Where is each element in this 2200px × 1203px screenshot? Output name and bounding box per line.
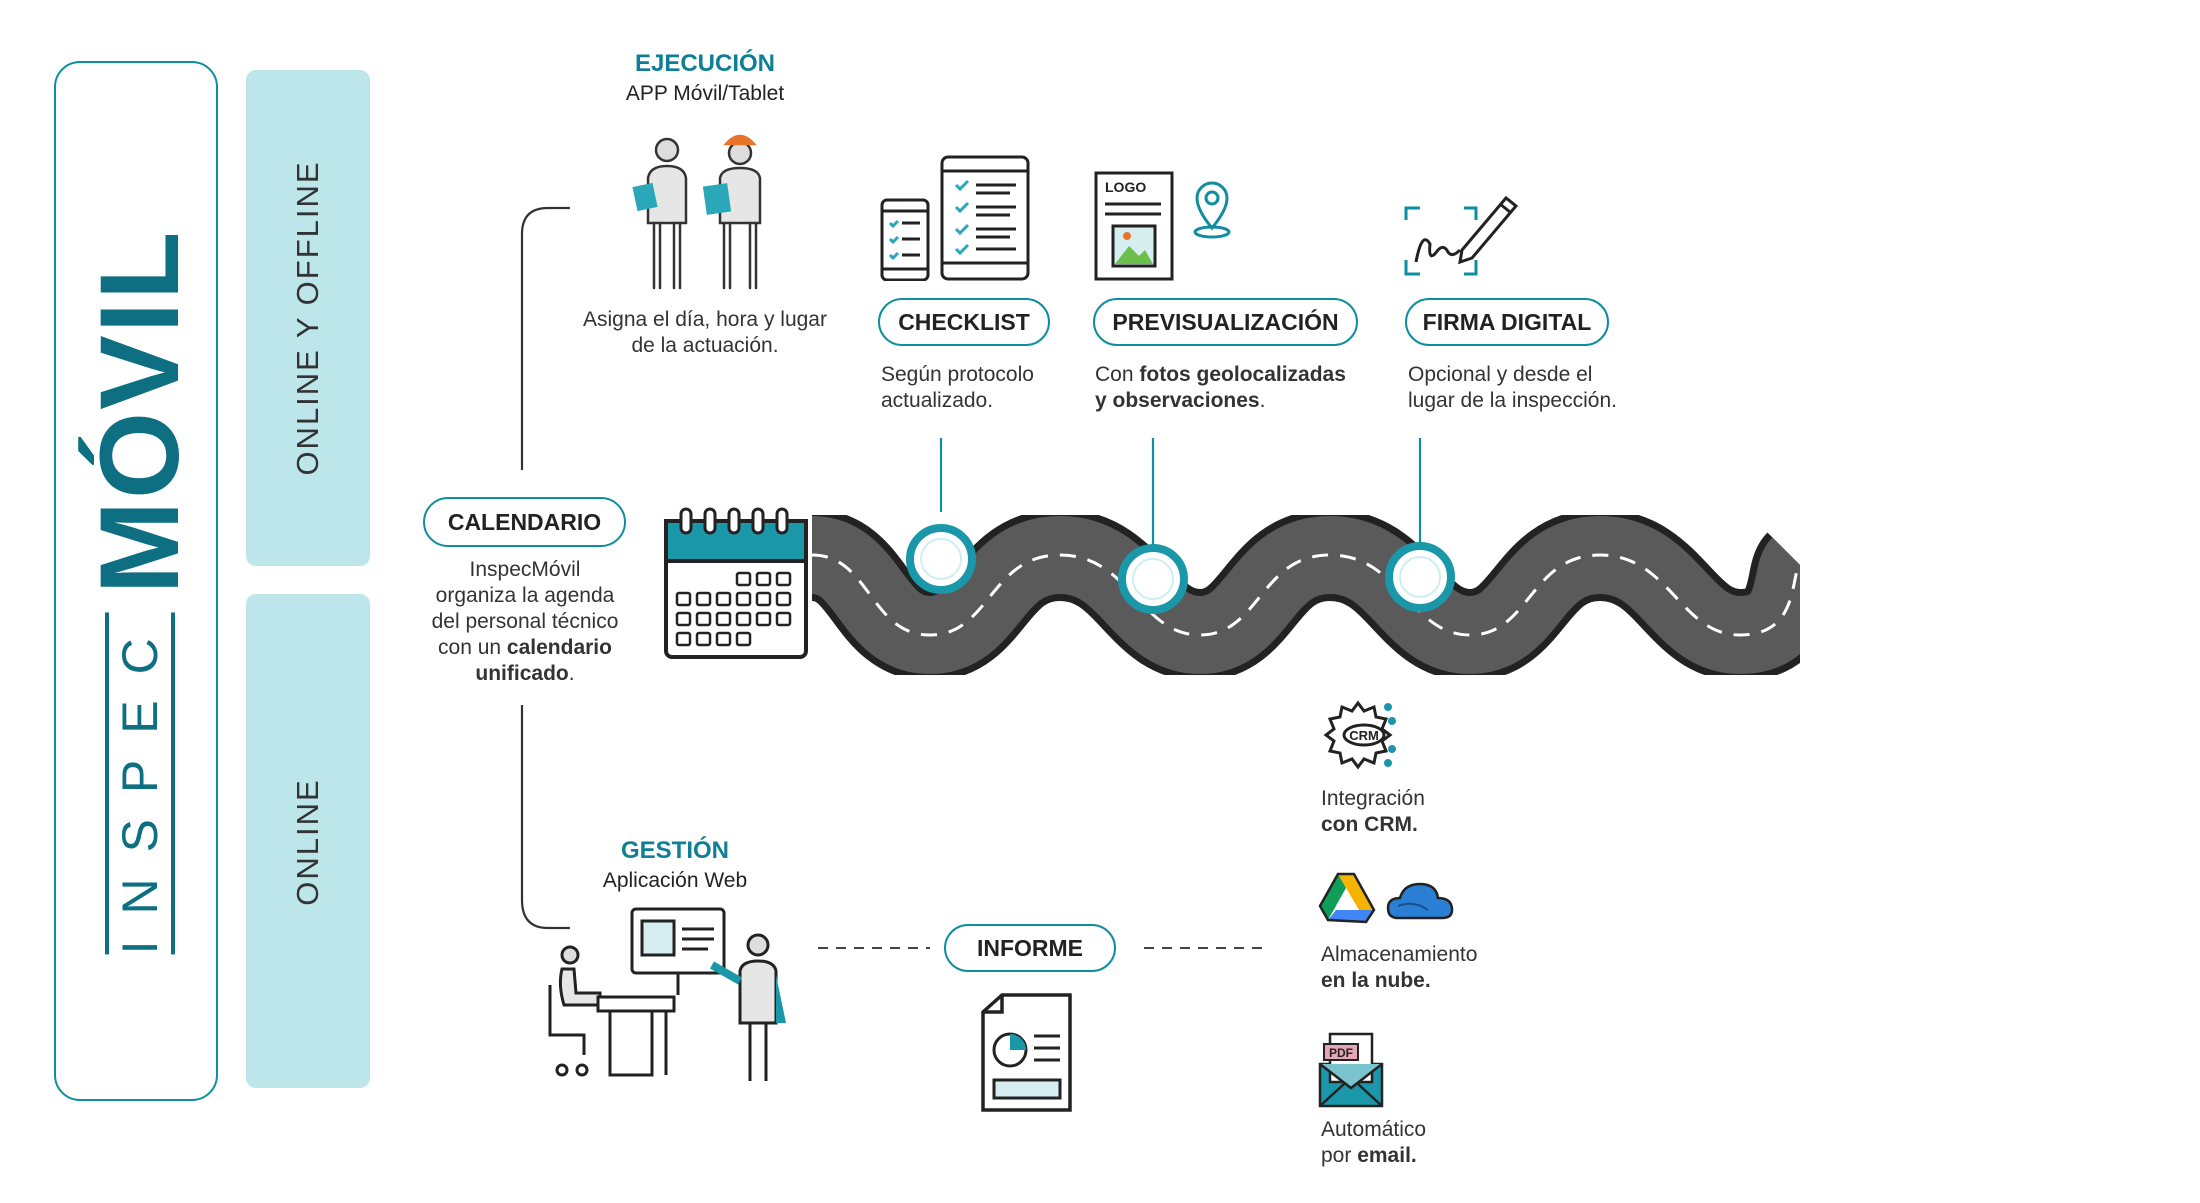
cloud-desc-line1: Almacenamiento [1321, 943, 1478, 966]
checklist-devices-icon [880, 155, 1030, 281]
execution-desc-line2: de la actuación. [631, 334, 779, 357]
preview-desc-line2: y observaciones. [1095, 389, 1266, 412]
calendar-day-cell [735, 591, 752, 607]
cloud-desc-line2: en la nube. [1321, 969, 1431, 992]
digital-signature-icon [1404, 195, 1519, 276]
checklist-desc: Según protocolo actualizado. [881, 362, 1081, 414]
calendar-day-cell [755, 611, 772, 627]
calendar-day-cell [775, 611, 792, 627]
band-online [246, 594, 370, 1088]
crm-gear-icon: CRM [1323, 700, 1396, 770]
checklist-pill: CHECKLIST [878, 298, 1050, 346]
email-desc-line1: Automático [1321, 1118, 1427, 1141]
report-pill: INFORME [944, 924, 1116, 972]
signature-desc-line2: lugar de la inspección. [1408, 389, 1617, 412]
calendar-day-cell [715, 591, 732, 607]
email-desc-line2: por email. [1321, 1144, 1417, 1167]
calendar-desc-line4: con un calendario [438, 636, 612, 659]
cloud-storage-icons [1318, 872, 1454, 924]
calendar-day-cell [715, 611, 732, 627]
calendar-desc-line1: InspecMóvil [469, 558, 581, 581]
cloud-desc: Almacenamiento en la nube. [1321, 942, 1541, 994]
execution-desc-line1: Asigna el día, hora y lugar [583, 308, 827, 331]
signature-pill: FIRMA DIGITAL [1405, 298, 1609, 346]
pdf-icon-text: PDF [1329, 1046, 1353, 1060]
calendar-day-cell [735, 631, 752, 647]
preview-pill: PREVISUALIZACIÓN [1093, 298, 1358, 346]
calendar-day-cell [755, 591, 772, 607]
preview-document-icon: LOGO [1094, 171, 1231, 281]
calendar-day-cell [755, 571, 772, 587]
execution-desc: Asigna el día, hora y lugar de la actuac… [560, 307, 850, 359]
calendar-day-cell [695, 611, 712, 627]
calendar-desc-line3: del personal técnico [431, 610, 619, 633]
calendar-day-cell [675, 631, 692, 647]
calendar-day-cell [675, 591, 692, 607]
drive-icon [1318, 872, 1376, 924]
band-online-offline [246, 70, 370, 566]
calendar-day-cell [735, 571, 752, 587]
calendar-day-cell [715, 631, 732, 647]
calendar-day-cell [735, 611, 752, 627]
field-workers-icon [632, 134, 762, 290]
crm-desc-line1: Integración [1321, 787, 1425, 810]
management-subtitle: Aplicación Web [602, 869, 748, 892]
calendar-desc-line5: unificado. [475, 662, 575, 685]
roadmap-road [810, 515, 1800, 675]
calendar-day-cell [675, 611, 692, 627]
execution-title: EJECUCIÓN [634, 50, 776, 77]
onedrive-icon [1386, 882, 1454, 920]
management-title: GESTIÓN [620, 837, 729, 864]
preview-desc: Con fotos geolocalizadas y observaciones… [1095, 362, 1395, 414]
calendar-day-cell [695, 631, 712, 647]
crm-desc: Integración con CRM. [1321, 786, 1541, 838]
signature-desc-line1: Opcional y desde el [1408, 363, 1593, 386]
pdf-email-icon: PDF [1318, 1032, 1384, 1108]
preview-desc-line1: Con fotos geolocalizadas [1095, 363, 1346, 386]
execution-subtitle: APP Móvil/Tablet [625, 82, 785, 105]
crm-desc-line2: con CRM. [1321, 813, 1418, 836]
email-desc: Automático por email. [1321, 1117, 1541, 1169]
preview-logo-text: LOGO [1105, 179, 1146, 195]
report-document-icon [981, 993, 1072, 1112]
calendar-day-cell [695, 591, 712, 607]
road-milestones [906, 524, 1455, 614]
calendar-pill: CALENDARIO [423, 497, 626, 547]
checklist-desc-line2: actualizado. [881, 389, 994, 412]
calendar-desc-line2: organiza la agenda [435, 584, 615, 607]
calendar-day-cell [775, 571, 792, 587]
crm-icon-text: CRM [1349, 728, 1379, 743]
signature-desc: Opcional y desde el lugar de la inspecci… [1408, 362, 1668, 414]
calendar-desc: InspecMóvil organiza la agenda del perso… [405, 557, 645, 687]
checklist-desc-line1: Según protocolo [881, 363, 1034, 386]
calendar-day-cell [775, 591, 792, 607]
office-workers-icon [548, 907, 786, 1081]
brand-frame [54, 61, 218, 1101]
calendar-icon [664, 507, 808, 659]
